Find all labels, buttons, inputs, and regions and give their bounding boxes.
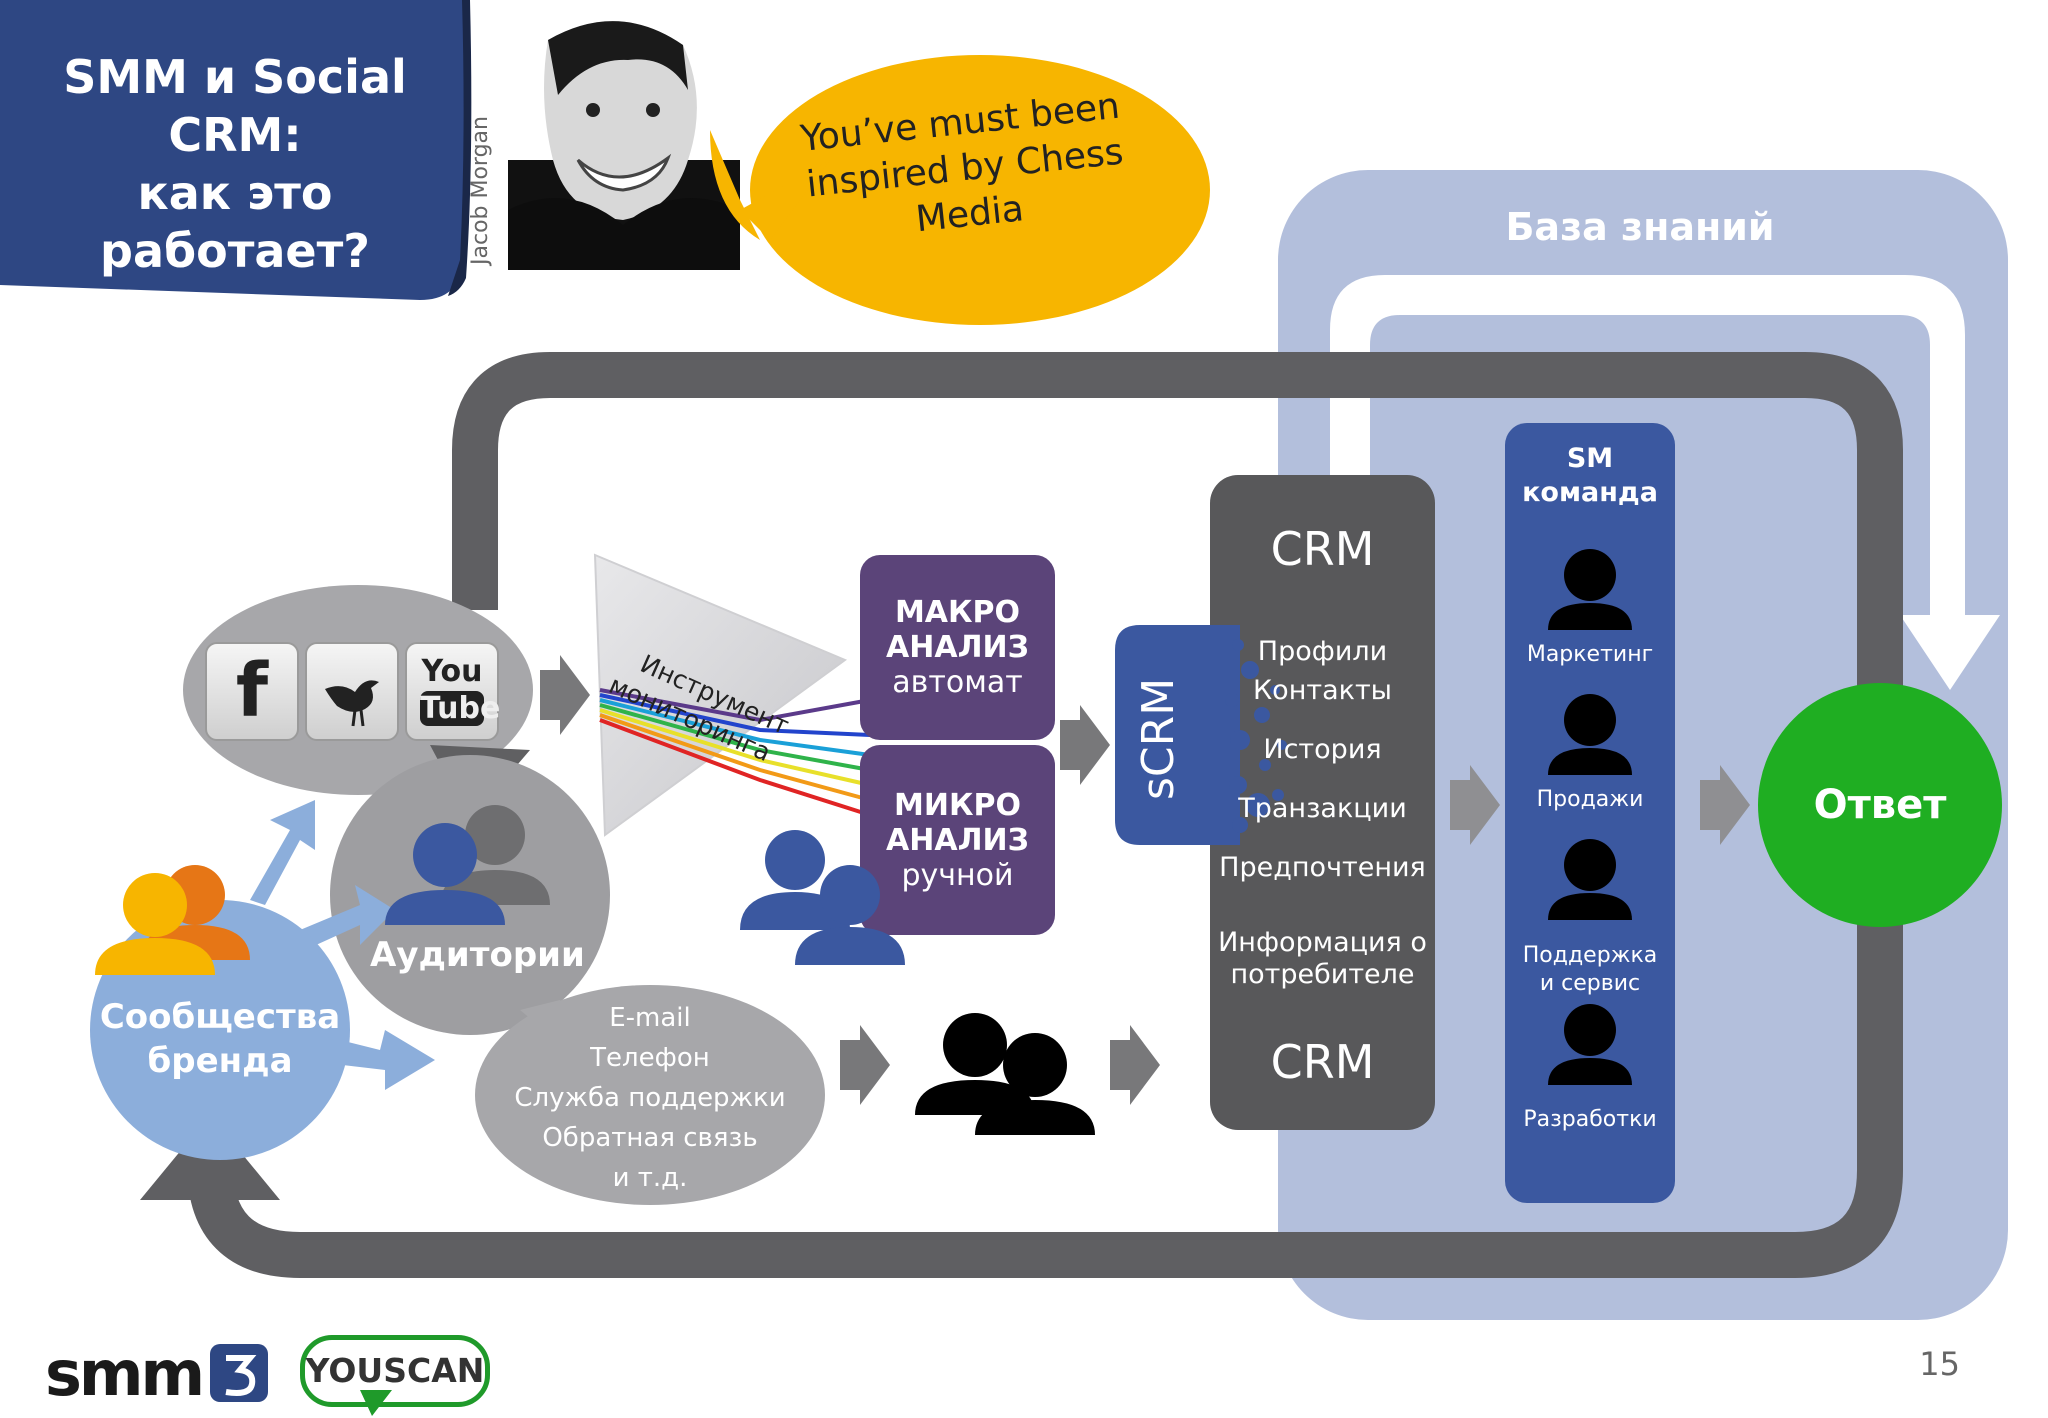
facebook-icon[interactable]: f (205, 642, 299, 741)
team-member-support-line-1: Поддержка (1522, 943, 1658, 968)
crm-item-preferences: Предпочтения (1219, 852, 1426, 883)
crm-item-profiles: Профили (1257, 636, 1388, 667)
channel-item: и т.д. (612, 1163, 688, 1193)
page-title: SMM и Social CRM: как это работает? (0, 48, 470, 280)
audiences-label: Аудитории (370, 935, 585, 975)
knowledge-base-label: База знаний (1505, 205, 1775, 249)
youtube-text-top: You (421, 654, 483, 689)
crm-bottom-label: CRM (1270, 1035, 1375, 1089)
scrm-label: sCRM (1133, 677, 1184, 800)
scrm-tab (1115, 625, 1240, 845)
title-line-1: SMM и Social (63, 50, 407, 104)
title-line-2: CRM: (168, 108, 302, 162)
macro-analysis-text: МАКРО АНАЛИЗ автомат (860, 595, 1055, 700)
analysts-people-icon (740, 830, 905, 965)
sm-team-line-1: SM (1566, 443, 1614, 474)
customers-people-icon (915, 1013, 1095, 1135)
crm-item-contacts: Контакты (1253, 675, 1392, 706)
team-member-support: Поддержка и сервис (1505, 942, 1675, 998)
community-arrow-right (300, 885, 395, 950)
twitter-icon[interactable] (305, 642, 399, 741)
channels-bubble-pointer (520, 1000, 580, 1060)
sm-team-column (1505, 423, 1675, 1203)
community-arrow-up (250, 800, 315, 905)
macro-line-2: АНАЛИЗ (886, 630, 1029, 665)
team-member-marketing: Маркетинг (1526, 642, 1654, 667)
micro-analysis-text: МИКРО АНАЛИЗ ручной (860, 788, 1055, 893)
youtube-text-bottom: Tube (420, 691, 501, 726)
team-member-icons (1548, 549, 1632, 1085)
smm3-logo: smm (45, 1336, 272, 1410)
youscan-logo: YOUSCAN (300, 1335, 490, 1407)
youtube-icon[interactable]: You Tube (405, 642, 501, 741)
title-line-3: как это работает? (100, 166, 370, 278)
communities-line-1: Сообщества (99, 997, 341, 1037)
spectrum-rays (599, 688, 871, 817)
micro-line-3: ручной (901, 858, 1014, 893)
micro-line-1: МИКРО (894, 788, 1021, 823)
answer-label: Ответ (1813, 782, 1947, 828)
arrow-social-to-monitor (540, 655, 590, 735)
team-member-sales: Продажи (1536, 787, 1644, 812)
crm-items-list: Профили Контакты История Транзакции Пред… (1210, 632, 1435, 991)
crm-item-consumer-info-line2: потребителе (1230, 959, 1415, 990)
smm3-logo-mark (210, 1344, 269, 1402)
page-number: 15 (1919, 1345, 1960, 1383)
crm-top-label: CRM (1270, 522, 1375, 576)
arrow-team-to-answer (1700, 765, 1750, 845)
micro-analysis-box (860, 745, 1055, 935)
arrow-people-to-crm (1110, 1025, 1160, 1105)
macro-line-3: автомат (892, 665, 1023, 700)
community-people-icon (95, 865, 250, 975)
sm-team-line-2: команда (1522, 477, 1658, 508)
arrow-crm-to-team (1450, 765, 1500, 845)
knowledge-base-arrow (1330, 275, 2000, 690)
scrm-dissolve-dots (1225, 639, 1287, 833)
crm-item-history: История (1263, 734, 1382, 765)
crm-item-consumer-info-line1: Информация о (1218, 927, 1427, 958)
crm-item-transactions: Транзакции (1238, 793, 1407, 824)
team-member-development: Разработки (1523, 1107, 1657, 1132)
micro-line-2: АНАЛИЗ (886, 823, 1029, 858)
channel-item: E-mail (609, 1003, 691, 1033)
sm-team-title: SM команда (1505, 442, 1675, 510)
audience-people-icon (385, 805, 550, 925)
main-loop-track (187, 352, 1903, 1278)
person-photo-illustration (508, 21, 740, 270)
arrow-analysis-to-scrm (1060, 705, 1110, 785)
channel-item: Телефон (590, 1043, 710, 1073)
macro-line-1: МАКРО (894, 595, 1021, 630)
person-photo (508, 10, 740, 270)
arrow-channels-to-people (840, 1025, 890, 1105)
answer-circle (1758, 683, 2002, 927)
team-member-support-line-2: и сервис (1539, 971, 1641, 996)
communities-line-2: бренда (147, 1041, 293, 1081)
speech-bubble (710, 55, 1210, 325)
smm-logo-text: smm (45, 1336, 205, 1410)
twitter-bird-icon (325, 680, 379, 727)
channel-item: Служба поддержки (514, 1083, 786, 1113)
youscan-logo-tail (360, 1390, 392, 1416)
channel-item: Обратная связь (542, 1123, 758, 1153)
communities-label: Сообщества бренда (95, 995, 345, 1083)
crm-column (1210, 475, 1435, 1130)
channels-list: E-mail Телефон Служба поддержки Обратная… (500, 998, 800, 1198)
macro-analysis-box (860, 555, 1055, 740)
title-banner-shape (0, 0, 472, 300)
